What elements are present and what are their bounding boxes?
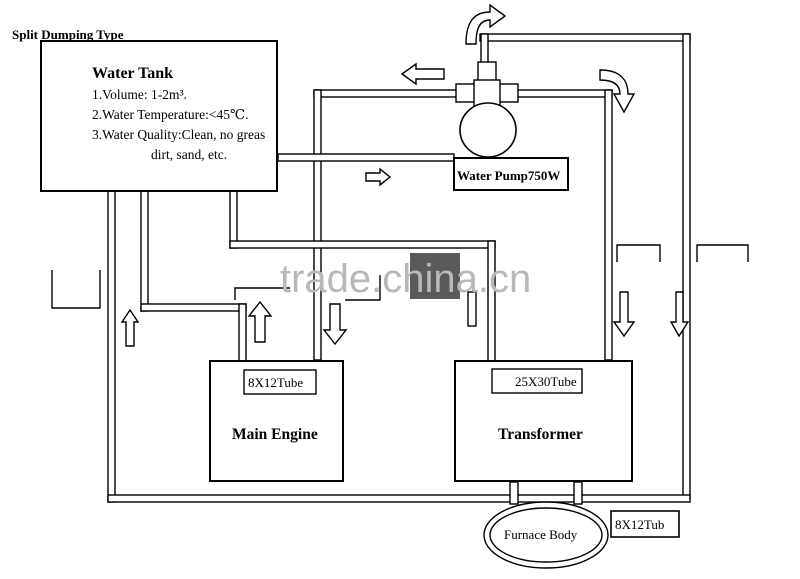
watermark-text: trade.china.cn [280, 257, 531, 301]
flow-arrow-down-engine-icon [322, 303, 348, 346]
pump-valve-center [473, 79, 501, 107]
water-tank-heading: Water Tank [92, 65, 173, 82]
furnace-label: Furnace Body [504, 527, 578, 542]
water-tank-spec-4: dirt, sand, etc. [151, 147, 227, 162]
watermark: trade.china.cn [280, 253, 531, 301]
furnace-connector-right [573, 481, 583, 505]
furnace-connector-left [509, 481, 519, 505]
transformer-tube-box [491, 368, 583, 394]
left-outlet-stub [51, 270, 101, 309]
furnace-inner-ring [489, 507, 603, 563]
middle-stub [345, 275, 381, 301]
bottom-return-pipe [107, 494, 691, 503]
water-pump: Water Pump750W [453, 61, 569, 191]
main-engine-tube-box [243, 369, 317, 395]
flow-marker-transformer [467, 291, 477, 327]
engine-stub [234, 287, 290, 300]
main-engine: 8X12Tube Main Engine [209, 360, 344, 482]
flow-arrow-left-icon [400, 62, 445, 86]
flow-arrow-down-right-2-icon [669, 291, 690, 338]
pump-label-box [453, 157, 569, 191]
water-tank: Water Tank 1.Volume: 1-2m³. 2.Water Temp… [40, 40, 278, 192]
left-return-pipe [107, 175, 116, 503]
right-outlet-stub-1 [616, 244, 661, 262]
main-engine-label: Main Engine [232, 426, 318, 443]
transformer-label: Transformer [498, 426, 583, 443]
left-feed-pipe [140, 175, 149, 312]
transformer-box [454, 360, 633, 482]
engine-inlet-pipe [238, 303, 247, 362]
right-outer-pipe [682, 33, 691, 499]
flow-arrows [120, 3, 690, 347]
transformer-outlet-pipe [604, 89, 613, 361]
furnace-body: Furnace Body 8X12Tub [483, 501, 680, 569]
diagram-title: Split Dumping Type [12, 27, 124, 42]
transformer-feed-pipe [229, 240, 496, 249]
right-outlet-stub-2 [696, 244, 749, 262]
transformer-tube-label: 25X30Tube [515, 374, 577, 389]
flow-arrow-down-right-1-icon [612, 291, 636, 338]
water-tank-spec-2: 2.Water Temperature:<45℃. [92, 107, 249, 122]
pump-motor-icon [459, 102, 517, 158]
flow-arrow-curved-up-icon [465, 3, 507, 45]
top-return-pipe [479, 33, 691, 42]
main-engine-tube-label: 8X12Tube [248, 375, 303, 390]
water-tank-spec-1: 1.Volume: 1-2m³. [92, 87, 187, 102]
watermark-logo-block [410, 253, 460, 299]
tank-to-pump-pipe [277, 153, 455, 162]
furnace-tube-box [610, 510, 680, 538]
furnace-tube-label: 8X12Tub [615, 517, 664, 532]
flow-arrow-up-engine-icon [247, 300, 273, 343]
water-tank-spec-3: 3.Water Quality:Clean, no greas [92, 127, 265, 142]
engine-outlet-pipe [313, 89, 322, 361]
pump-label: Water Pump750W [457, 168, 560, 183]
flow-arrow-curved-down-icon [599, 69, 636, 114]
flow-arrow-right-icon [365, 167, 392, 187]
engine-feed-pipe [140, 303, 247, 312]
water-tank-box [40, 40, 278, 192]
flow-arrow-up-left-icon [120, 308, 140, 347]
transformer: 25X30Tube Transformer [454, 360, 633, 482]
